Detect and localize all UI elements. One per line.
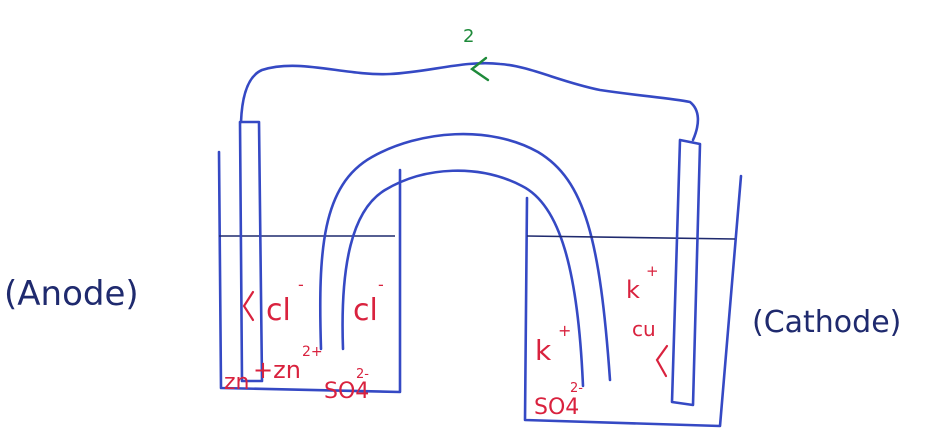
anode-beaker — [217, 150, 402, 394]
electron-flow-arrow — [469, 56, 490, 82]
left-cl-ion-1-charge: - — [298, 275, 304, 294]
electron-count: 2 — [463, 26, 474, 47]
left-so4-ion: SO4 — [324, 379, 369, 404]
anode-label: (Anode) — [4, 274, 139, 314]
right-so4-ion: SO4 — [534, 395, 579, 420]
right-cu: cu — [632, 317, 656, 341]
cathode-liquid-level — [526, 235, 736, 240]
left-cl-ion-2-charge: - — [378, 275, 384, 294]
left-cl-ion-1: cl — [266, 293, 291, 328]
left-zn-ion-charge: 2+ — [302, 344, 323, 360]
right-k-ion-1-charge: + — [558, 321, 571, 340]
left-cl-ion-2: cl — [353, 293, 378, 328]
right-k-ion-1: k — [535, 334, 552, 367]
cathode-electrode — [670, 138, 702, 407]
left-zn: zn — [224, 370, 250, 395]
salt-bridge-inner — [341, 169, 585, 388]
right-k-ion-2: k — [626, 276, 640, 304]
external-wire — [239, 61, 700, 142]
anode-electrode — [238, 120, 264, 383]
right-k-ion-2-charge: + — [646, 262, 659, 280]
salt-bridge-outer — [318, 132, 612, 382]
cathode-label: (Cathode) — [752, 305, 901, 340]
cathode-arrow — [655, 344, 669, 378]
left-so4-ion-charge: 2- — [356, 367, 369, 382]
anode-arrow — [242, 290, 255, 322]
left-zn-ion: +zn — [253, 356, 301, 384]
cathode-beaker — [523, 174, 743, 428]
right-so4-ion-charge: 2- — [570, 381, 583, 396]
